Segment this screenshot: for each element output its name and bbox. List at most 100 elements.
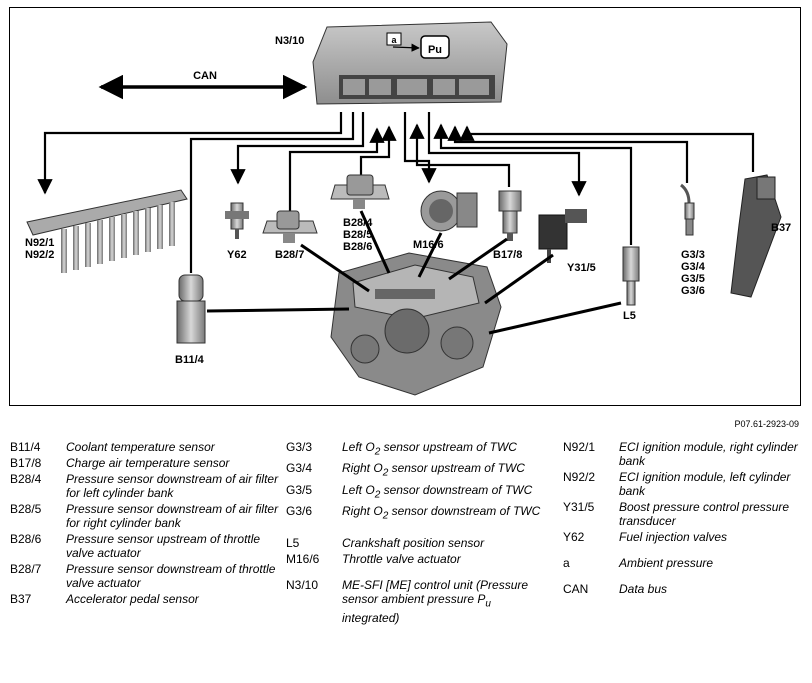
- label-n92-2: N92/2: [25, 249, 54, 261]
- legend-row: a Ambient pressure: [563, 556, 803, 570]
- legend-row: G3/3 Left O2 sensor upstream of TWC: [286, 440, 546, 459]
- legend-row: B28/5 Pressure sensor downstream of air …: [10, 502, 280, 530]
- legend-row: Y62 Fuel injection valves: [563, 530, 803, 544]
- legend-code: G3/5: [286, 482, 313, 497]
- legend-row: CAN Data bus: [563, 582, 803, 596]
- label-b37: B37: [771, 222, 791, 234]
- legend-code: N92/1: [563, 440, 596, 454]
- legend-code: B28/5: [10, 502, 42, 516]
- label-m16-6: M16/6: [413, 239, 444, 251]
- legend-row: Y31/5 Boost pressure control pressure tr…: [563, 500, 803, 528]
- fuel-injector-y62: [225, 202, 249, 239]
- label-a: a: [391, 35, 397, 45]
- legend-code: N92/2: [563, 470, 596, 484]
- legend-code: B28/6: [10, 532, 42, 546]
- legend-code: B17/8: [10, 456, 42, 470]
- legend-row: B28/4 Pressure sensor downstream of air …: [10, 472, 280, 500]
- legend-desc: Ambient pressure: [619, 556, 714, 570]
- legend-desc: Crankshaft position sensor: [342, 535, 485, 550]
- legend-row: G3/5 Left O2 sensor downstream of TWC: [286, 483, 546, 502]
- legend-desc: Charge air temperature sensor: [66, 456, 230, 470]
- pressure-sensor-b28-7: [262, 210, 318, 243]
- legend-desc: ME-SFI [ME] control unit (Pressure senso…: [342, 577, 529, 625]
- legend-desc: Accelerator pedal sensor: [66, 592, 199, 606]
- label-n3-10: N3/10: [275, 35, 304, 47]
- legend-desc: Throttle valve actuator: [342, 551, 461, 566]
- throttle-actuator-m16-6: [420, 190, 478, 232]
- legend-desc: ECI ignition module, right cylinder bank: [619, 440, 798, 468]
- label-b28-5: B28/5: [343, 229, 372, 241]
- legend-row: B11/4 Coolant temperature sensor: [10, 440, 280, 454]
- label-l5: L5: [623, 310, 636, 322]
- legend-code: B11/4: [10, 440, 41, 454]
- legend-desc: Right O2 sensor upstream of TWC: [342, 461, 525, 479]
- legend-row: N3/10 ME-SFI [ME] control unit (Pressure…: [286, 578, 546, 625]
- legend-row: G3/4 Right O2 sensor upstream of TWC: [286, 461, 546, 480]
- legend-column-2: G3/3 Left O2 sensor upstream of TWC G3/4…: [286, 440, 546, 627]
- figure-code: P07.61-2923-09: [734, 419, 799, 429]
- legend-code: G3/6: [286, 504, 313, 519]
- engine-link-lines: [206, 210, 622, 335]
- label-b17-8: B17/8: [493, 249, 522, 261]
- accelerator-pedal-b37: [730, 174, 782, 298]
- legend-row: B28/7 Pressure sensor downstream of thro…: [10, 562, 280, 590]
- legend-code: B28/4: [10, 472, 42, 486]
- o2-sensor-g3: [680, 183, 695, 236]
- legend-code: L5: [286, 535, 300, 550]
- legend-row: L5 Crankshaft position sensor: [286, 536, 546, 550]
- legend-column-1: B11/4 Coolant temperature sensor B17/8 C…: [10, 440, 280, 608]
- legend-desc: Left O2 sensor upstream of TWC: [342, 440, 517, 458]
- legend-code: G3/4: [286, 461, 313, 476]
- label-b28-6: B28/6: [343, 241, 372, 253]
- legend-desc: Pressure sensor downstream of air filter…: [66, 502, 279, 530]
- legend-code: a: [563, 556, 570, 570]
- ignition-module-n92: [26, 189, 188, 273]
- label-y62: Y62: [227, 249, 247, 261]
- legend-code: N3/10: [286, 577, 319, 592]
- legend-code: B37: [10, 592, 32, 606]
- boost-valve-y31-5: [538, 209, 587, 263]
- coolant-sensor-b11-4: [176, 274, 206, 344]
- legend-code: Y31/5: [563, 500, 595, 514]
- label-g3-5: G3/5: [681, 273, 705, 285]
- label-can: CAN: [193, 70, 217, 82]
- legend-desc: Pressure sensor upstream of throttle val…: [66, 532, 261, 560]
- legend-code: B28/7: [10, 562, 42, 576]
- label-g3-6: G3/6: [681, 285, 705, 297]
- label-y31-5: Y31/5: [567, 262, 596, 274]
- legend-row: N92/1 ECI ignition module, right cylinde…: [563, 440, 803, 468]
- legend-desc: Fuel injection valves: [619, 530, 728, 544]
- label-b11-4: B11/4: [175, 354, 205, 366]
- legend-row: B37 Accelerator pedal sensor: [10, 592, 280, 606]
- legend-column-3: N92/1 ECI ignition module, right cylinde…: [563, 440, 803, 598]
- legend-row: G3/6 Right O2 sensor downstream of TWC: [286, 504, 546, 523]
- legend-desc: Boost pressure control pressure transduc…: [619, 500, 790, 528]
- label-g3-3: G3/3: [681, 249, 705, 261]
- legend-desc: Left O2 sensor downstream of TWC: [342, 482, 533, 501]
- legend-code: CAN: [563, 582, 589, 596]
- wiring-lines: [37, 112, 755, 273]
- engine-block: [330, 252, 502, 396]
- legend-desc: Pressure sensor downstream of air filter…: [66, 472, 279, 500]
- control-unit-n3-10: [312, 21, 508, 105]
- legend-desc: Coolant temperature sensor: [66, 440, 215, 454]
- legend-row: B17/8 Charge air temperature sensor: [10, 456, 280, 470]
- crankshaft-sensor-l5: [622, 246, 640, 306]
- legend-row: B28/6 Pressure sensor upstream of thrott…: [10, 532, 280, 560]
- wiring-diagram: N3/10 Pu a CAN N92/1 N92/2: [25, 21, 791, 396]
- label-pu: Pu: [428, 44, 442, 56]
- legend-desc: ECI ignition module, left cylinder bank: [619, 470, 791, 498]
- legend-desc: Right O2 sensor downstream of TWC: [342, 504, 541, 522]
- label-g3-4: G3/4: [681, 261, 706, 273]
- label-b28-7: B28/7: [275, 249, 304, 261]
- charge-air-sensor-b17-8: [498, 190, 522, 241]
- legend-row: M16/6 Throttle valve actuator: [286, 552, 546, 566]
- legend-row: N92/2 ECI ignition module, left cylinder…: [563, 470, 803, 498]
- legend-code: Y62: [563, 530, 585, 544]
- pressure-sensor-b28-4-5-6: [330, 174, 390, 209]
- legend-desc: Data bus: [619, 582, 668, 596]
- legend-desc: Pressure sensor downstream of throttle v…: [66, 562, 276, 590]
- diagram-frame: [9, 7, 801, 406]
- label-n92-1: N92/1: [25, 237, 54, 249]
- legend-code: M16/6: [286, 551, 320, 566]
